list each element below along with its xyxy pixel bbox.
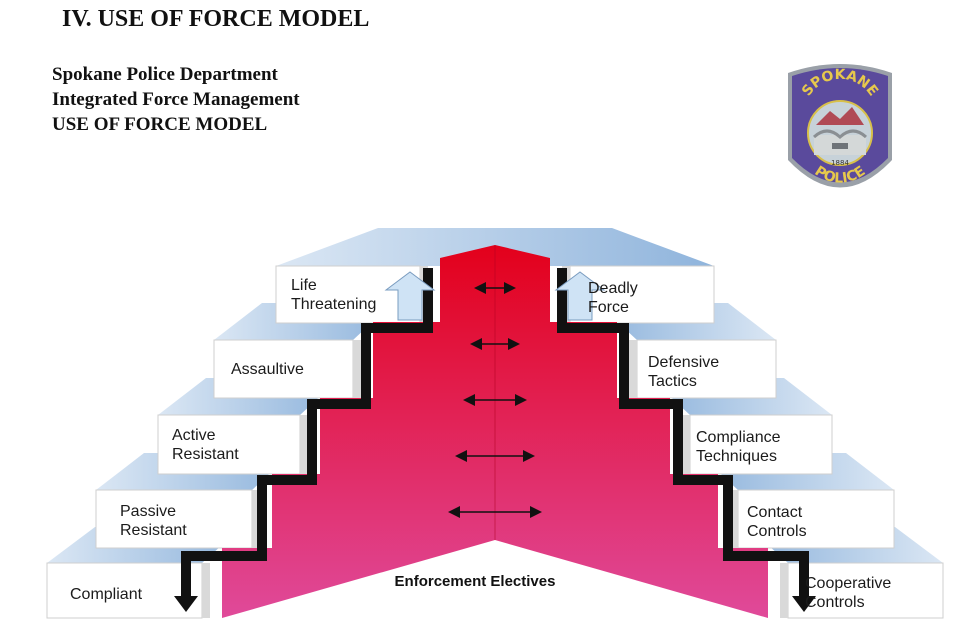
patch-bottom-text: POLICE xyxy=(812,163,869,186)
descending-arrow-left-head xyxy=(174,596,198,612)
step-side-right xyxy=(780,563,788,618)
step-face-right xyxy=(569,265,715,324)
enforcement-electives-label: Enforcement Electives xyxy=(394,573,556,590)
label-line: Life xyxy=(291,277,317,294)
step-face-left xyxy=(95,489,253,549)
header-block: Spokane Police Department Integrated For… xyxy=(52,62,300,137)
label-line: Compliance xyxy=(696,429,781,446)
section-title: IV. USE OF FORCE MODEL xyxy=(62,6,370,32)
police-patch: SPOKANE POLICE 1884 xyxy=(788,64,892,188)
label-line: Resistant xyxy=(120,522,187,539)
direction-arrows xyxy=(174,268,816,612)
step-side-left xyxy=(353,340,361,398)
step-side-left xyxy=(300,415,308,474)
label-line: Controls xyxy=(747,523,807,540)
label-line: Compliant xyxy=(70,586,143,603)
label-line: Threatening xyxy=(291,296,377,313)
label-line: Tactics xyxy=(648,373,697,390)
ascending-arrow-left xyxy=(384,271,436,321)
step-side-right xyxy=(730,490,738,548)
step-face-left xyxy=(157,414,301,475)
descending-arrow-right-head xyxy=(792,596,816,612)
subject-level-0: Compliant xyxy=(70,585,142,604)
program-name: Integrated Force Management xyxy=(52,89,300,110)
step-face-right xyxy=(636,339,777,399)
ascending-arrow-right xyxy=(554,271,606,321)
step-side-left xyxy=(252,490,260,548)
step-face-right xyxy=(689,414,833,475)
model-name: USE OF FORCE MODEL xyxy=(52,114,268,135)
label-line: Resistant xyxy=(172,446,239,463)
department-name: Spokane Police Department xyxy=(52,64,278,85)
label-line: Assaultive xyxy=(231,361,304,378)
step-face-left xyxy=(213,339,354,399)
patch-year: 1884 xyxy=(831,159,849,167)
step-face-left xyxy=(46,562,203,619)
enforcement-zone xyxy=(222,245,768,618)
step-face-right xyxy=(787,562,944,619)
label-line: Deadly xyxy=(588,280,638,297)
descending-arrow-right xyxy=(557,268,809,598)
subject-level-3: Assaultive xyxy=(231,360,304,379)
label-line: Techniques xyxy=(696,448,777,465)
step-side-right xyxy=(682,415,690,474)
label-line: Force xyxy=(588,299,629,316)
step-face-left xyxy=(275,265,421,324)
label-line: Active xyxy=(172,427,216,444)
step-face-right xyxy=(737,489,895,549)
label-line: Controls xyxy=(805,594,865,611)
label-line: Passive xyxy=(120,503,177,520)
label-line: Cooperative xyxy=(805,575,892,592)
step-side-left xyxy=(202,563,210,618)
label-line: Defensive xyxy=(648,354,720,371)
descending-arrow-left xyxy=(181,268,433,598)
label-line: Contact xyxy=(747,504,803,521)
step-side-right xyxy=(629,340,637,398)
